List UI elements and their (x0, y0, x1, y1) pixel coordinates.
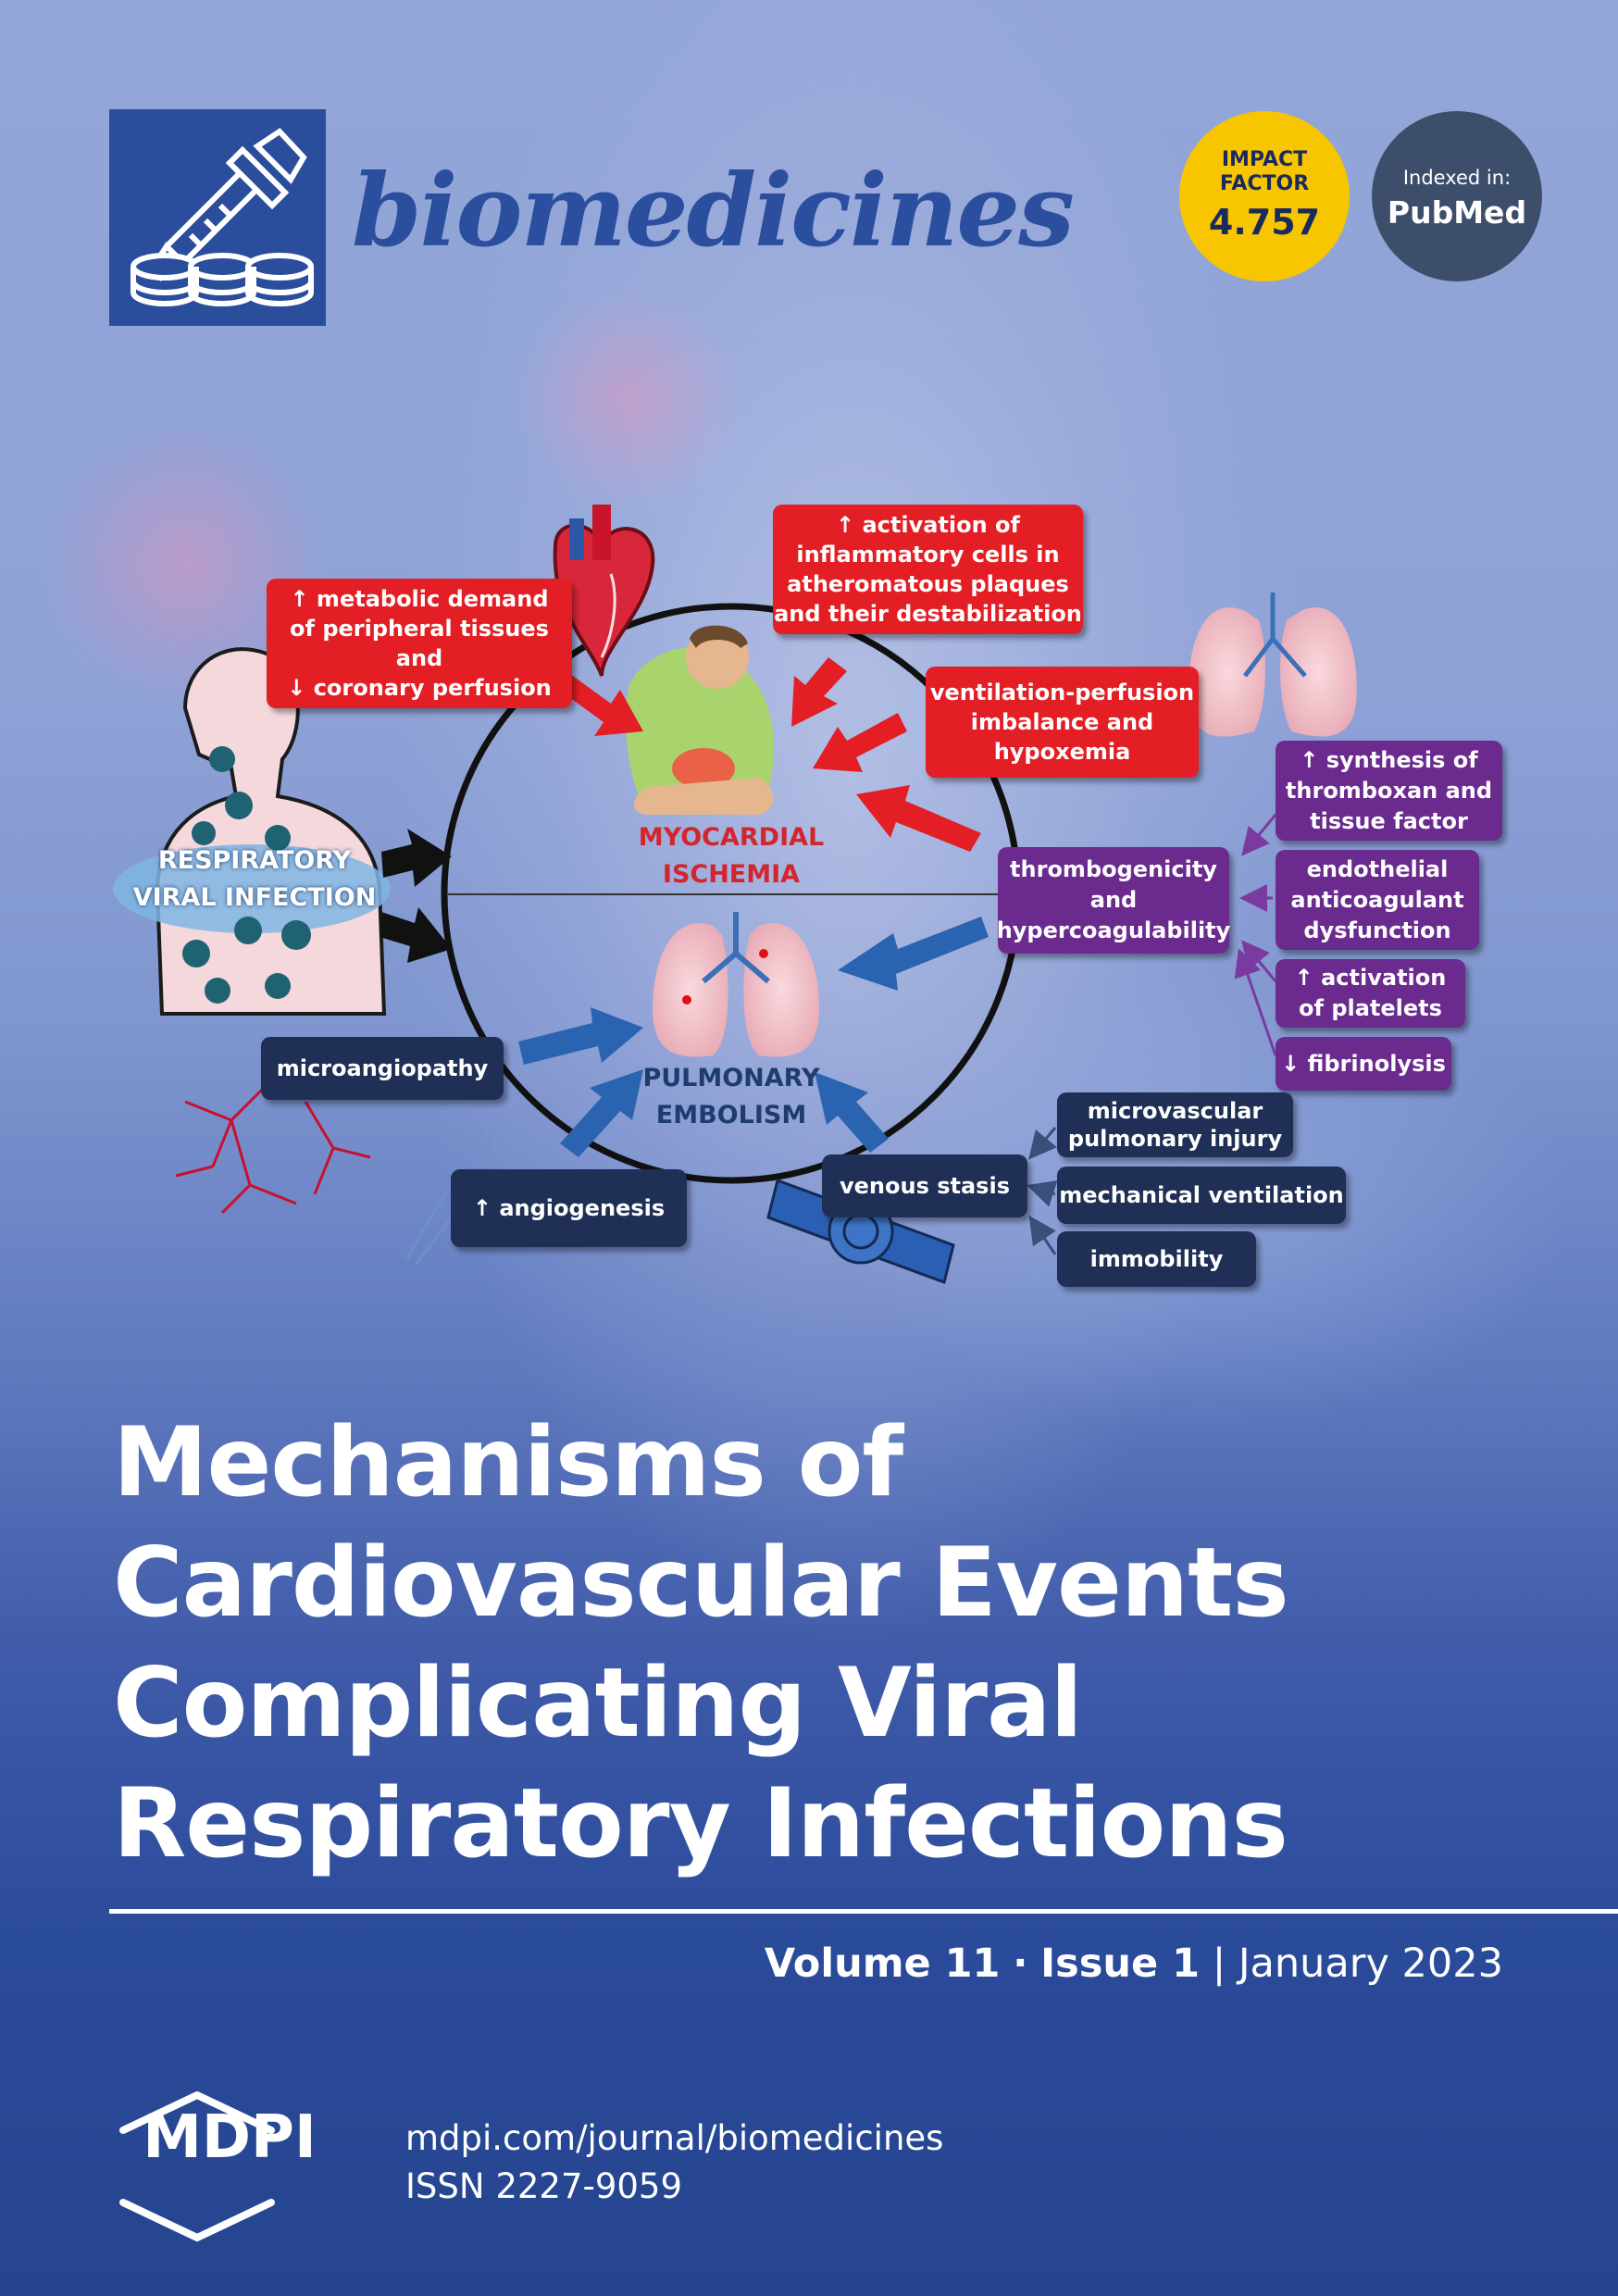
dropper-icon (131, 128, 314, 306)
journal-url[interactable]: mdpi.com/journal/biomedicines (405, 2118, 944, 2158)
background-virus-center (518, 287, 741, 509)
mdpi-logo-text: MDPI (143, 2103, 317, 2172)
red-arrows (559, 657, 981, 852)
inflammatory-activation-box: ↑ activation of inflammatory cells in at… (773, 505, 1083, 634)
blue-arrows (518, 917, 989, 1157)
microvascular-injury-box: microvascular pulmonary injury (1057, 1092, 1293, 1157)
article-title-line-2: Cardiovascular Events (113, 1528, 1289, 1639)
purple-connectors (1234, 814, 1277, 1056)
fibrinolysis-box: ↓ fibrinolysis (1276, 1037, 1451, 1091)
background-torso-silhouette (389, 0, 1314, 1648)
metabolic-demand-box: ↑ metabolic demand of peripheral tissues… (267, 579, 572, 708)
lungs-icon (653, 912, 819, 1057)
pathophysiology-diagram (113, 505, 1357, 1284)
myocardial-ischemia-label: MYOCARDIAL ISCHEMIA (638, 823, 825, 889)
impact-factor-label: IMPACT FACTOR (1219, 148, 1310, 195)
thrombogenicity-box: thrombogenicity and hypercoagulability (997, 847, 1230, 954)
issn: ISSN 2227-9059 (405, 2166, 682, 2206)
angiogenesis-box: ↑ angiogenesis (451, 1169, 687, 1247)
impact-factor-badge: IMPACT FACTOR 4.757 (1179, 111, 1350, 281)
person-chest-pain-icon (626, 625, 775, 815)
journal-logo (109, 109, 326, 326)
platelet-activation-box: ↑ activation of platelets (1276, 959, 1465, 1028)
issue-info: Volume 11 · Issue 1 | January 2023 (765, 1940, 1503, 1987)
endothelial-dysfunction-box: endothelial anticoagulant dysfunction (1276, 850, 1479, 950)
journal-name: biomedicines (352, 153, 1075, 269)
issue-date: January 2023 (1238, 1940, 1503, 1987)
mechanical-ventilation-box: mechanical ventilation (1057, 1167, 1346, 1224)
volume: Volume 11 (764, 1940, 1001, 1987)
indexed-label: Indexed in: (1402, 167, 1512, 189)
navy-connectors (1027, 1127, 1058, 1255)
respiratory-infection-label: RESPIRATORY VIRAL INFECTION (132, 846, 377, 912)
immobility-box: immobility (1057, 1231, 1256, 1287)
impact-factor-value: 4.757 (1208, 202, 1321, 243)
venous-stasis-box: venous stasis (822, 1154, 1027, 1217)
arrow-to-ischemia (381, 829, 452, 887)
issue-number: Issue 1 (1040, 1940, 1201, 1987)
ventilation-perfusion-box: ventilation-perfusion imbalance and hypo… (926, 667, 1199, 778)
microangiopathy-box: microangiopathy (261, 1037, 504, 1100)
date-separator: | (1212, 1940, 1226, 1987)
thromboxan-synthesis-box: ↑ synthesis of thromboxan and tissue fac… (1276, 741, 1502, 841)
arrow-to-embolism (380, 907, 452, 963)
title-rule (109, 1909, 1618, 1914)
lungs-top-right-icon (1189, 593, 1357, 737)
pulmonary-embolism-label: PULMONARY EMBOLISM (642, 1064, 820, 1129)
article-title-line-3: Complicating Viral (113, 1648, 1083, 1759)
pubmed-badge: Indexed in: PubMed (1372, 111, 1542, 281)
article-title-line-4: Respiratory Infections (113, 1768, 1288, 1879)
heart-icon (553, 505, 655, 677)
issue-separator: · (1013, 1940, 1028, 1987)
mdpi-hexagon-icon (119, 2091, 275, 2242)
respiratory-torso-icon (113, 647, 391, 1016)
pubmed-name: PubMed (1387, 194, 1527, 231)
microvessels-icon (175, 1072, 371, 1215)
article-title-line-1: Mechanisms of (113, 1407, 903, 1518)
